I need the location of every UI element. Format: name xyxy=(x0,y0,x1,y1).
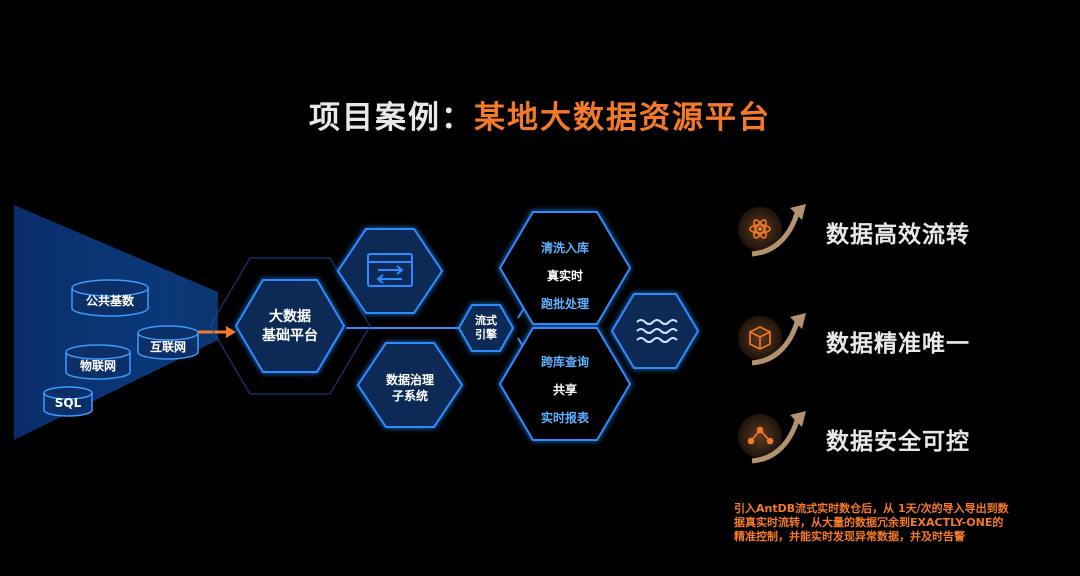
atom-icon xyxy=(738,204,806,257)
cube-icon xyxy=(738,313,806,366)
source-beam xyxy=(14,205,218,440)
benefit-label: 数据高效流转 xyxy=(826,222,970,248)
network-node-icon xyxy=(738,411,806,464)
database-public xyxy=(71,279,149,317)
governance-hex xyxy=(356,342,464,428)
title-prefix: 项目案例： xyxy=(309,100,474,136)
transfer-window-icon xyxy=(367,253,413,287)
platform-hex-label: 大数据 基础平台 xyxy=(262,309,318,344)
footnote: 引入AntDB流式实时数仓后，从 1天/次的导入导出到数 据真实时流转，从大量的… xyxy=(734,502,1009,543)
platform-hex xyxy=(234,279,346,373)
source-label-sql: SQL xyxy=(54,396,82,410)
benefit-precise-unique: 数据精准唯一 xyxy=(738,314,1068,364)
query-hex-label: 跨库查询 共享 实时报表 xyxy=(540,355,589,425)
platform-hex-outer xyxy=(209,257,371,395)
database-sql xyxy=(43,386,93,417)
clean-hex-label: 清洗入库 真实时 跑批处理 xyxy=(540,241,589,311)
engine-hex-label: 流式 引擎 xyxy=(475,314,497,341)
engine-hex xyxy=(457,304,515,352)
query-hex xyxy=(498,327,632,441)
clean-hex xyxy=(498,211,632,325)
wave-hex xyxy=(610,293,700,369)
input-arrow xyxy=(198,326,236,338)
source-label-iot: 物联网 xyxy=(79,359,116,373)
wave-icon xyxy=(636,319,678,343)
governance-hex-label: 数据治理 子系统 xyxy=(385,373,434,403)
source-label-internet: 互联网 xyxy=(149,340,186,354)
database-iot xyxy=(65,344,131,380)
page-title: 项目案例：某地大数据资源平台 xyxy=(0,92,1080,137)
benefit-label: 数据安全可控 xyxy=(826,429,970,455)
source-label-public: 公共基数 xyxy=(85,294,134,308)
title-main: 某地大数据资源平台 xyxy=(474,100,771,136)
benefit-label: 数据精准唯一 xyxy=(826,331,970,357)
benefit-secure-controllable: 数据安全可控 xyxy=(738,412,1068,462)
benefit-efficient-flow: 数据高效流转 xyxy=(738,205,1068,255)
